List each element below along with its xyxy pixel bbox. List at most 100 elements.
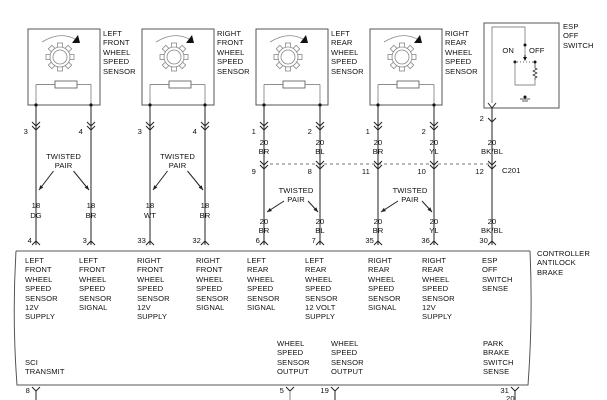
rotation-arc	[269, 35, 304, 43]
connector-chevron-icon	[200, 121, 210, 131]
wire-gauge: 20	[487, 138, 497, 147]
speed-sensor-tone-wheel-icon	[155, 35, 194, 72]
arrowhead-icon	[153, 185, 158, 190]
wire-gauge: 18	[200, 201, 210, 210]
sensor-housing	[369, 28, 443, 106]
wire-color: YL	[429, 147, 439, 156]
sensor-name: RIGHT REAR WHEEL SPEED SENSOR	[445, 29, 478, 76]
wire-color: BR	[372, 147, 384, 156]
ecu-pin-number: 30	[479, 236, 488, 245]
wire-gauge: 18	[145, 201, 155, 210]
wire-color: BK/BL	[480, 226, 504, 235]
speed-sensor-tone-wheel-icon	[269, 35, 308, 72]
controller-pin-function: RIGHT REAR WHEEL SPEED SENSOR SIGNAL	[368, 256, 401, 313]
switch-off-label: OFF	[529, 46, 545, 55]
ecu-pin-number: 3	[82, 236, 87, 245]
wire-gauge: 18	[31, 201, 41, 210]
connector-pin-icon	[259, 240, 269, 246]
arrowhead-icon	[313, 207, 318, 212]
controller-pin-function: RIGHT FRONT WHEEL SPEED SENSOR 12V SUPPL…	[137, 256, 170, 322]
esp-switch-pin-number: 2	[479, 114, 484, 123]
controller-pin-function: WHEEL SPEED SENSOR OUTPUT	[331, 339, 364, 377]
wire-color: BR	[258, 147, 270, 156]
switch-pivot-dot	[523, 43, 527, 47]
twisted-pair-label: TWISTED PAIR	[392, 186, 428, 205]
ecu-pin-number: 6	[255, 236, 260, 245]
wire-color: BL	[315, 226, 325, 235]
gear-hub	[280, 49, 296, 65]
wire-gauge: 20	[315, 217, 325, 226]
arrowhead-icon	[381, 207, 386, 212]
sensor-housing	[255, 28, 329, 106]
controller-pin-function: RIGHT REAR WHEEL SPEED SENSOR 12V SUPPLY	[422, 256, 455, 322]
switch-on-label: ON	[502, 46, 514, 55]
connector-pin-icon	[510, 386, 520, 392]
switch-arrow-icon	[523, 57, 527, 61]
arrowhead-icon	[267, 207, 272, 212]
connector-chevron-icon	[259, 121, 269, 131]
sensor-coil-resistor-icon	[168, 80, 192, 89]
arrowhead-icon	[39, 185, 44, 190]
wire-gauge: 20	[429, 138, 439, 147]
arrowhead-icon	[198, 185, 203, 190]
connector-chevron-icon	[315, 121, 325, 131]
c201-pin-number: 12	[475, 167, 484, 176]
rotation-arrow-icon	[300, 35, 308, 43]
connector-pin-icon	[429, 240, 439, 246]
controller-pin-function: ESP OFF SWITCH SENSE	[482, 256, 513, 294]
wire-color: WT	[143, 211, 157, 220]
sensor-pin-number: 4	[192, 127, 197, 136]
wire-gauge: 20	[373, 138, 383, 147]
controller-name: CONTROLLER ANTILOCK BRAKE	[537, 249, 590, 277]
wire-color: BR	[258, 226, 270, 235]
connector-chevron-icon	[145, 121, 155, 131]
controller-pin-function: LEFT REAR WHEEL SPEED SENSOR 12 VOLT SUP…	[305, 256, 338, 322]
connector-pin-icon	[200, 240, 210, 246]
rotation-arrow-icon	[186, 35, 194, 43]
wire-gauge: 20	[373, 217, 383, 226]
controller-pin-function: WHEEL SPEED SENSOR OUTPUT	[277, 339, 310, 377]
sensor-pin-number: 1	[365, 127, 370, 136]
connector-pin-icon	[315, 240, 325, 246]
resistor-icon	[532, 62, 538, 80]
sensor-name: LEFT REAR WHEEL SPEED SENSOR	[331, 29, 364, 76]
ecu-pin-number: 7	[311, 236, 316, 245]
wire-color: BR	[199, 211, 211, 220]
connector-pin-icon	[373, 240, 383, 246]
connector-pin-icon	[487, 102, 497, 109]
twisted-pair-label: TWISTED PAIR	[160, 152, 195, 171]
c201-pin-number: 9	[251, 167, 256, 176]
sensor-coil-resistor-icon	[396, 80, 420, 89]
connector-chevron-icon	[429, 160, 439, 170]
gear-hub	[394, 49, 410, 65]
connector-pin-icon	[86, 240, 96, 246]
controller-pin-function: SCI TRANSMIT	[25, 358, 65, 377]
arrowhead-icon	[427, 207, 432, 212]
wire-gauge: 20	[315, 138, 325, 147]
ecu-pin-number: 4	[27, 236, 32, 245]
ecu-pin-number: 35	[365, 236, 374, 245]
rotation-arrow-icon	[414, 35, 422, 43]
controller-outline	[13, 250, 532, 386]
sensor-housing	[27, 28, 101, 106]
rotation-arrow-icon	[72, 35, 80, 43]
connector-chevron-icon	[373, 160, 383, 170]
connector-chevron-icon	[86, 121, 96, 131]
sensor-pin-number: 3	[137, 127, 142, 136]
ecu-pin-number: 32	[192, 236, 201, 245]
esp-switch-housing	[483, 22, 560, 109]
connector-pin-icon	[285, 386, 295, 392]
sensor-pin-number: 1	[251, 127, 256, 136]
wire-color: BL	[315, 147, 325, 156]
rotation-arc	[41, 35, 76, 43]
sensor-coil-resistor-icon	[282, 80, 306, 89]
controller-pin-function: LEFT FRONT WHEEL SPEED SENSOR 12V SUPPLY	[25, 256, 58, 322]
controller-pin-function: LEFT FRONT WHEEL SPEED SENSOR SIGNAL	[79, 256, 112, 313]
connector-pin-icon	[31, 240, 41, 246]
speed-sensor-tone-wheel-icon	[383, 35, 422, 72]
ecu-pin-number: 19	[320, 386, 329, 395]
controller-pin-function: LEFT REAR WHEEL SPEED SENSOR SIGNAL	[247, 256, 280, 313]
wire-color: BR	[372, 226, 384, 235]
